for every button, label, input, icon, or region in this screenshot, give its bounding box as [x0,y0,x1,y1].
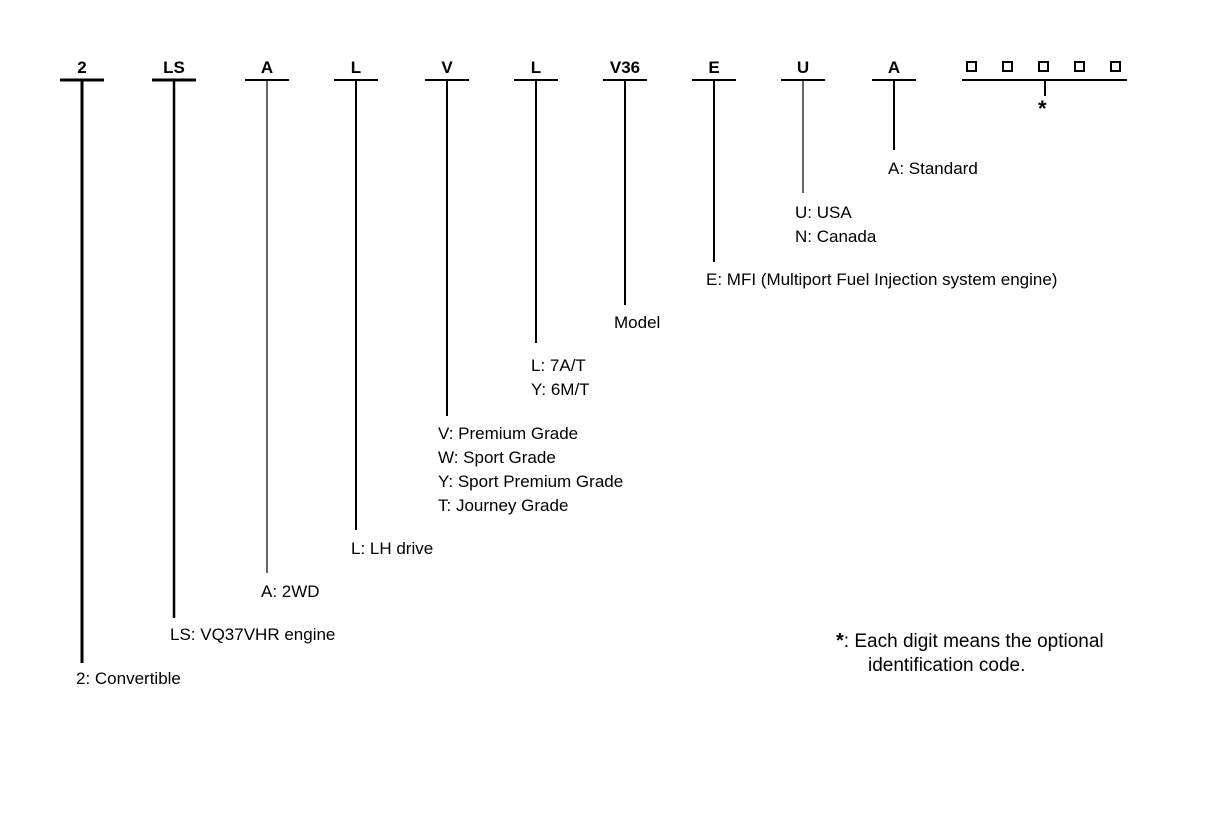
model-label: Model [614,313,661,332]
transmission-option: Y: 6M/T [531,380,590,399]
grade-option: V: Premium Grade [438,424,579,443]
code-drive: A [260,58,274,77]
engine-label: LS: VQ37VHR engine [170,625,336,644]
fuel-system-label: E: MFI (Multiport Fuel Injection system … [706,270,1058,289]
optional-digit-box [1002,61,1013,72]
destination-option: U: USA [795,203,852,222]
code-transmission: L [530,58,542,77]
asterisk-marker: * [1038,96,1047,121]
specification-label: A: Standard [888,159,978,178]
code-engine: LS [163,58,185,77]
code-model: V36 [609,58,641,77]
optional-digit-box [1074,61,1085,72]
destination-option: N: Canada [795,227,877,246]
grade-option: W: Sport Grade [438,448,556,467]
note-asterisk: * [836,630,844,652]
drive-label: A: 2WD [261,582,320,601]
note-line-2: identification code. [868,655,1026,676]
steering-label: L: LH drive [351,539,434,558]
code-steering: L [350,58,362,77]
code-fuel-system: E [708,58,720,77]
grade-option: Y: Sport Premium Grade [438,472,624,491]
transmission-option: L: 7A/T [531,356,586,375]
code-body-type: 2 [77,58,87,77]
code-specification: A [887,58,901,77]
code-destination: U [796,58,810,77]
optional-code-note: *: Each digit means the optional identif… [836,629,1104,678]
optional-digit-box [1110,61,1121,72]
optional-digit-box [1038,61,1049,72]
grade-option: T: Journey Grade [438,496,569,515]
body-type-label: 2: Convertible [76,669,181,688]
optional-digit-box [966,61,977,72]
note-line-1: : Each digit means the optional [843,631,1104,652]
code-grade: V [441,58,453,77]
